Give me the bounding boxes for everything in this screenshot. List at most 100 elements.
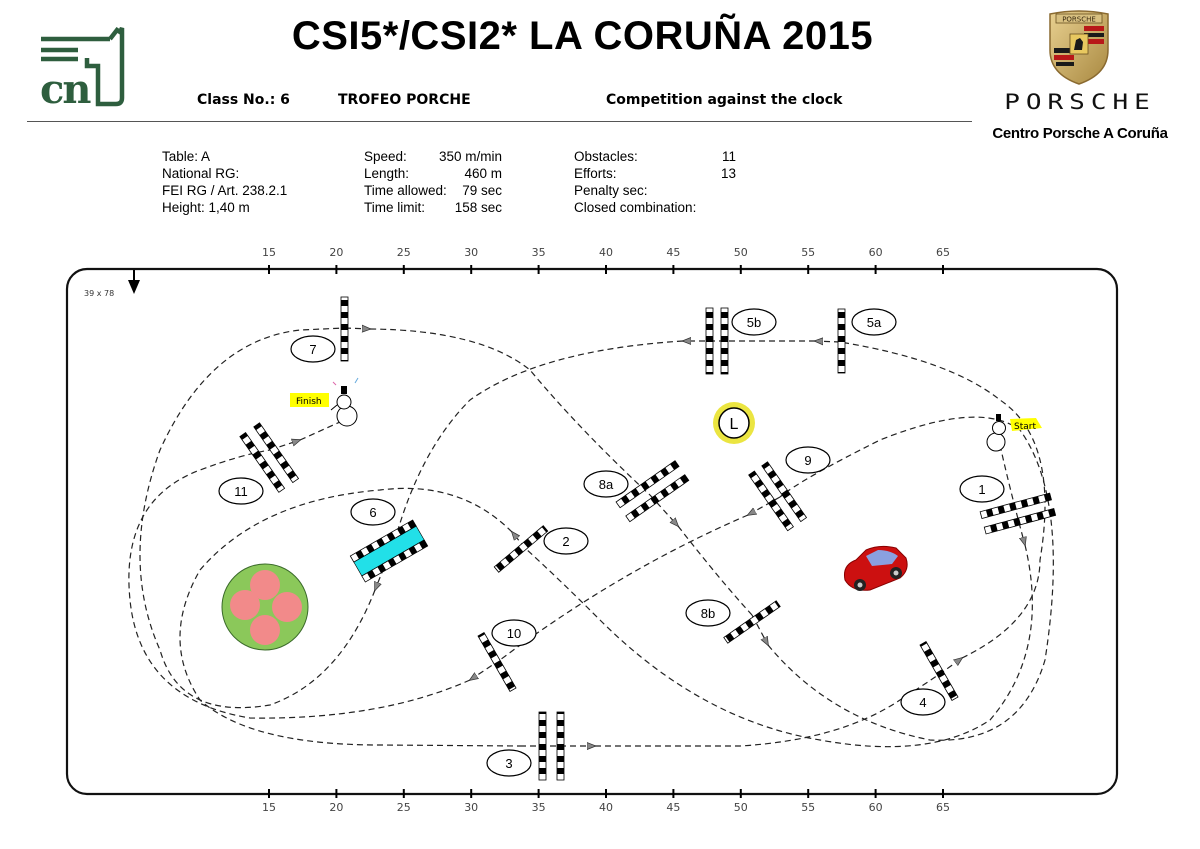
arena-border (65, 267, 1119, 796)
competition-type: Competition against the clock (606, 92, 843, 108)
obstacle-number-2: 2 (543, 527, 589, 555)
length-value: 460 m (464, 166, 502, 181)
obstacle-5a (837, 308, 846, 374)
obstacle-number-6: 6 (350, 498, 396, 526)
federation-logo: cn (38, 26, 128, 113)
obstacle-2 (493, 525, 549, 573)
info-column-3: Obstacles: 11 Efforts: 13 Penalty sec: Clo… (574, 148, 736, 216)
obstacle-number-9: 9 (785, 446, 831, 474)
info-height: Height: 1,40 m (162, 200, 250, 215)
info-fei-rg: FEI RG / Art. 238.2.1 (162, 183, 288, 198)
scale-tick-label-top: 50 (734, 246, 748, 259)
arena-dimensions: 39 x 78 (84, 289, 114, 298)
entrance-arrow-icon (128, 270, 140, 294)
obstacle-number-label: 1 (978, 482, 985, 497)
penalty-sec-label: Penalty sec: (574, 183, 648, 198)
speed-value: 350 m/min (438, 149, 502, 164)
scale-tick-label-bottom: 30 (464, 801, 478, 814)
liverpool-marker: L (713, 402, 755, 444)
scale-tick-label-top: 45 (666, 246, 680, 259)
obstacle-7 (340, 296, 349, 362)
obstacles-label: Obstacles: (574, 149, 638, 164)
obstacle-5b (705, 307, 729, 375)
obstacle-number-label: 8a (599, 477, 614, 492)
scale-tick-label-top: 60 (869, 246, 883, 259)
obstacle-number-label: 2 (562, 534, 569, 549)
scale-tick-label-top: 65 (936, 246, 950, 259)
class-number: Class No.: 6 (197, 92, 290, 108)
scale-tick-label-bottom: 55 (801, 801, 815, 814)
obstacle-number-5b: 5b (731, 308, 777, 336)
obstacle-8b (723, 600, 781, 644)
time-limit-value: 158 sec (454, 200, 502, 215)
obstacle-number-8a: 8a (583, 470, 629, 498)
obstacles-value: 11 (721, 149, 736, 164)
obstacle-number-label: 9 (804, 453, 811, 468)
obstacle-4 (919, 640, 959, 702)
obstacle-9 (748, 461, 808, 532)
scale-tick-label-bottom: 40 (599, 801, 613, 814)
scale-tick-label-bottom: 20 (329, 801, 343, 814)
time-limit-label: Time limit: (364, 200, 425, 215)
sponsor-subtitle: Centro Porsche A Coruña (992, 125, 1168, 142)
obstacle-number-4: 4 (900, 688, 946, 716)
obstacle-number-label: 5b (747, 315, 761, 330)
obstacle-number-label: 5a (867, 315, 882, 330)
trophy-name: TROFEO PORCHE (338, 92, 471, 108)
obstacle-number-5a: 5a (851, 308, 897, 336)
time-allowed-label: Time allowed: (364, 183, 447, 198)
obstacle-number-8b: 8b (685, 599, 731, 627)
obstacle-11 (239, 422, 300, 493)
obstacle-number-label: 10 (507, 626, 521, 641)
finish-label: Finish (296, 397, 322, 407)
obstacle-number-1: 1 (959, 475, 1005, 503)
time-allowed-value: 79 sec (462, 183, 502, 198)
closed-combination-label: Closed combination: (574, 200, 697, 215)
obstacle-1 (979, 492, 1057, 535)
porsche-wordmark: PORSCHE (1004, 90, 1156, 115)
obstacle-10 (477, 631, 517, 693)
scale-tick-label-bottom: 35 (532, 801, 546, 814)
info-column-1: Table: A National RG: FEI RG / Art. 238.… (162, 148, 287, 216)
obstacle-number-11: 11 (218, 477, 264, 505)
page-title: CSI5*/CSI2* LA CORUÑA 2015 (291, 14, 874, 58)
scale-tick-label-bottom: 45 (666, 801, 680, 814)
obstacle-number-label: 4 (919, 695, 926, 710)
info-column-2: Speed: 350 m/min Length: 460 m Time allowe… (364, 148, 502, 216)
efforts-value: 13 (720, 166, 736, 181)
car-icon (844, 545, 908, 591)
obstacle-6 (349, 519, 429, 583)
obstacle-3 (538, 711, 565, 781)
obstacle-number-3: 3 (486, 749, 532, 777)
start-snowman-icon: Start (986, 414, 1042, 452)
liverpool-label: L (730, 416, 739, 433)
obstacle-number-7: 7 (290, 335, 336, 363)
obstacle-number-label: 11 (234, 484, 248, 499)
obstacle-number-label: 8b (701, 606, 715, 621)
speed-label: Speed: (364, 149, 407, 164)
scale-tick-label-top: 55 (801, 246, 815, 259)
info-national-rg: National RG: (162, 166, 240, 181)
scale-tick-label-bottom: 65 (936, 801, 950, 814)
logo-text: cn (40, 66, 91, 113)
scale-tick-label-top: 30 (464, 246, 478, 259)
obstacle-number-10: 10 (491, 619, 537, 647)
efforts-label: Efforts: (574, 166, 617, 181)
scale-tick-label-bottom: 15 (262, 801, 276, 814)
header-divider (27, 121, 972, 122)
start-label: Start (1014, 422, 1036, 432)
scale-tick-label-top: 20 (329, 246, 343, 259)
obstacle-number-label: 7 (309, 342, 316, 357)
obstacle-8a (615, 460, 690, 523)
obstacle-number-label: 6 (369, 505, 376, 520)
flowerbed-decoration (221, 563, 309, 651)
scale-tick-label-bottom: 60 (869, 801, 883, 814)
finish-snowman-icon: Finish (290, 377, 359, 427)
info-table: Table: A (162, 149, 211, 164)
obstacle-number-label: 3 (505, 756, 512, 771)
scale-tick-label-top: 35 (532, 246, 546, 259)
length-label: Length: (364, 166, 410, 181)
